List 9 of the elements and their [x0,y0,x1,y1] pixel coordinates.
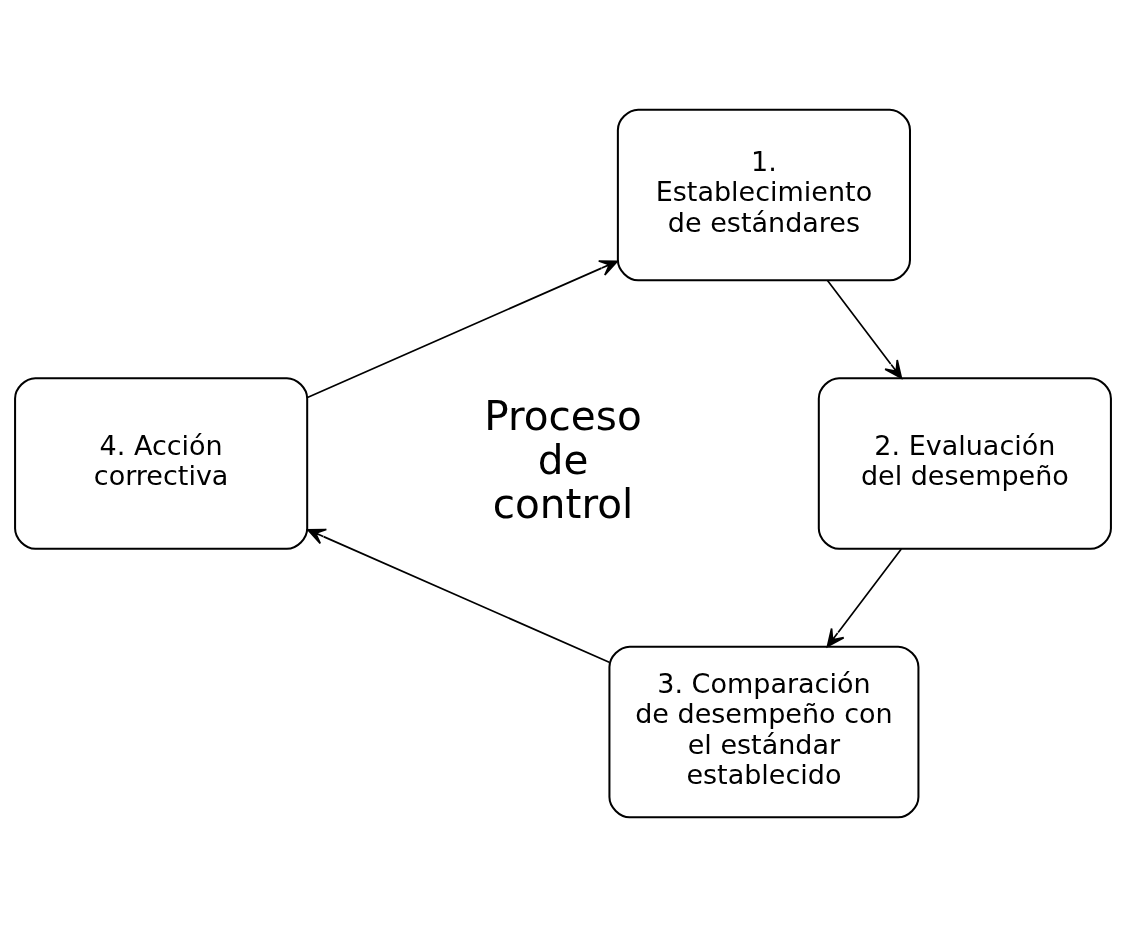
arrow [306,260,619,399]
arrow [826,548,903,648]
arrow [826,279,903,379]
node-box: 2. Evaluación del desempeño [817,377,1112,550]
node-box: 3. Comparación de desempeño con el estándar establecido [608,645,920,819]
node-box: 1. Establecimiento de estándares [616,108,911,282]
arrow [307,528,611,664]
label: Proceso de control [484,392,642,528]
node-box: 4. Acción correctiva [14,377,309,550]
